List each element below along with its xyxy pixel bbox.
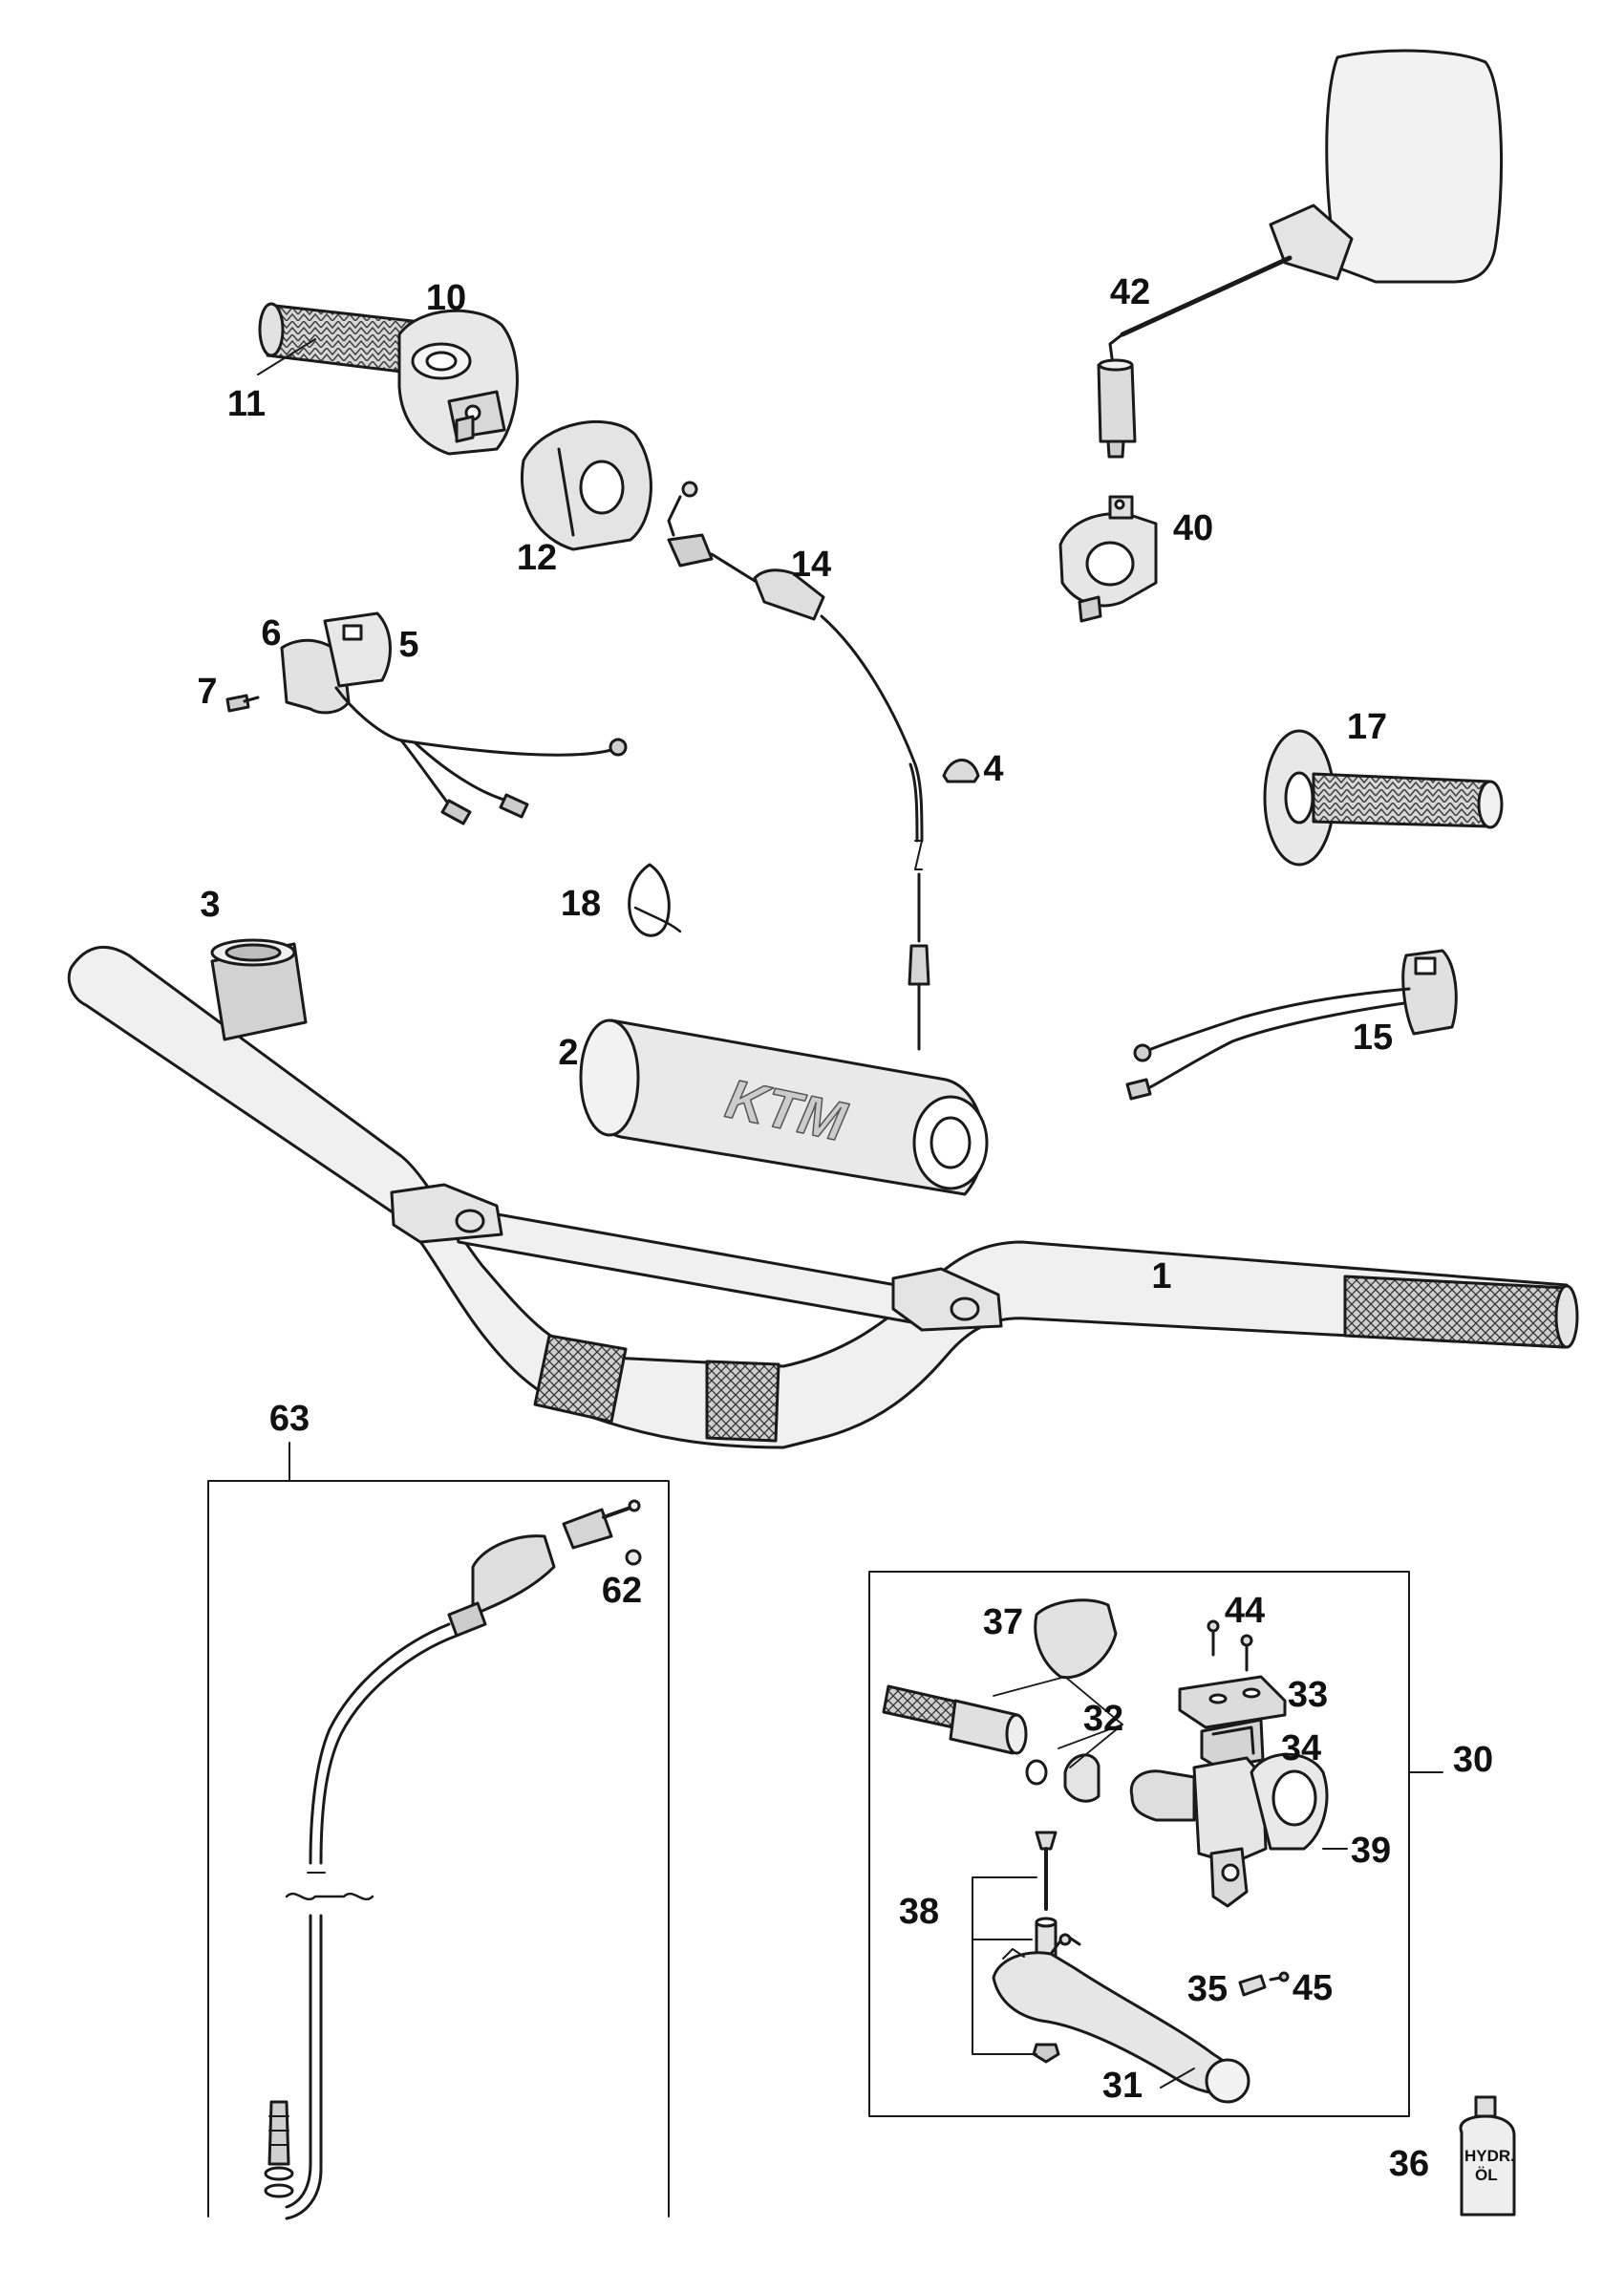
clutch-cable-kit-box bbox=[207, 1442, 670, 2220]
callout-2: 2 bbox=[558, 1033, 579, 1073]
callout-44: 44 bbox=[1224, 1591, 1266, 1631]
leader-line-11 bbox=[257, 338, 316, 375]
handlebar-switch bbox=[1125, 949, 1458, 1101]
callout-11: 11 bbox=[226, 384, 267, 424]
cable-tie bbox=[628, 863, 682, 937]
callout-14: 14 bbox=[790, 545, 832, 585]
callout-40: 40 bbox=[1172, 508, 1214, 548]
callout-5: 5 bbox=[398, 625, 419, 665]
bottle-label-line2: ÖL bbox=[1475, 2166, 1498, 2184]
callout-30: 30 bbox=[1452, 1740, 1494, 1780]
handlebar bbox=[67, 946, 1579, 1449]
callout-31: 31 bbox=[1101, 2066, 1143, 2106]
callout-37: 37 bbox=[982, 1602, 1024, 1642]
callout-33: 33 bbox=[1287, 1675, 1329, 1715]
callout-4: 4 bbox=[983, 749, 1004, 789]
callout-63: 63 bbox=[268, 1399, 310, 1439]
callout-34: 34 bbox=[1280, 1728, 1322, 1768]
mirror-assembly bbox=[1058, 49, 1504, 623]
callout-15: 15 bbox=[1352, 1018, 1394, 1058]
callout-1: 1 bbox=[1151, 1256, 1172, 1297]
callout-18: 18 bbox=[560, 884, 602, 924]
throttle-cable bbox=[667, 481, 930, 1051]
callout-62: 62 bbox=[601, 1571, 643, 1611]
callout-42: 42 bbox=[1109, 272, 1151, 312]
master-cylinder-kit-box bbox=[868, 1571, 1443, 2117]
switch-clamp-assembly bbox=[225, 611, 628, 825]
bottle-label-line1: HYDR. bbox=[1464, 2147, 1515, 2165]
callout-12: 12 bbox=[516, 538, 558, 578]
callout-39: 39 bbox=[1350, 1831, 1392, 1871]
handlebar-pad bbox=[579, 1018, 989, 1196]
callout-3: 3 bbox=[200, 885, 221, 925]
callout-32: 32 bbox=[1082, 1699, 1124, 1739]
callout-36: 36 bbox=[1388, 2144, 1430, 2184]
callout-6: 6 bbox=[261, 613, 282, 654]
callout-38: 38 bbox=[898, 1892, 940, 1932]
callout-17: 17 bbox=[1346, 707, 1388, 747]
callout-35: 35 bbox=[1186, 1969, 1229, 2009]
callout-10: 10 bbox=[425, 278, 467, 318]
handlebar-sleeve bbox=[210, 938, 308, 1041]
hydraulic-oil-bottle bbox=[1459, 2095, 1516, 2217]
throttle-grip-assembly bbox=[258, 302, 519, 456]
cable-end-cap bbox=[942, 759, 980, 783]
callout-7: 7 bbox=[197, 672, 218, 712]
throttle-housing-cover bbox=[521, 420, 652, 551]
left-grip bbox=[1263, 729, 1504, 867]
callout-45: 45 bbox=[1292, 1968, 1334, 2008]
